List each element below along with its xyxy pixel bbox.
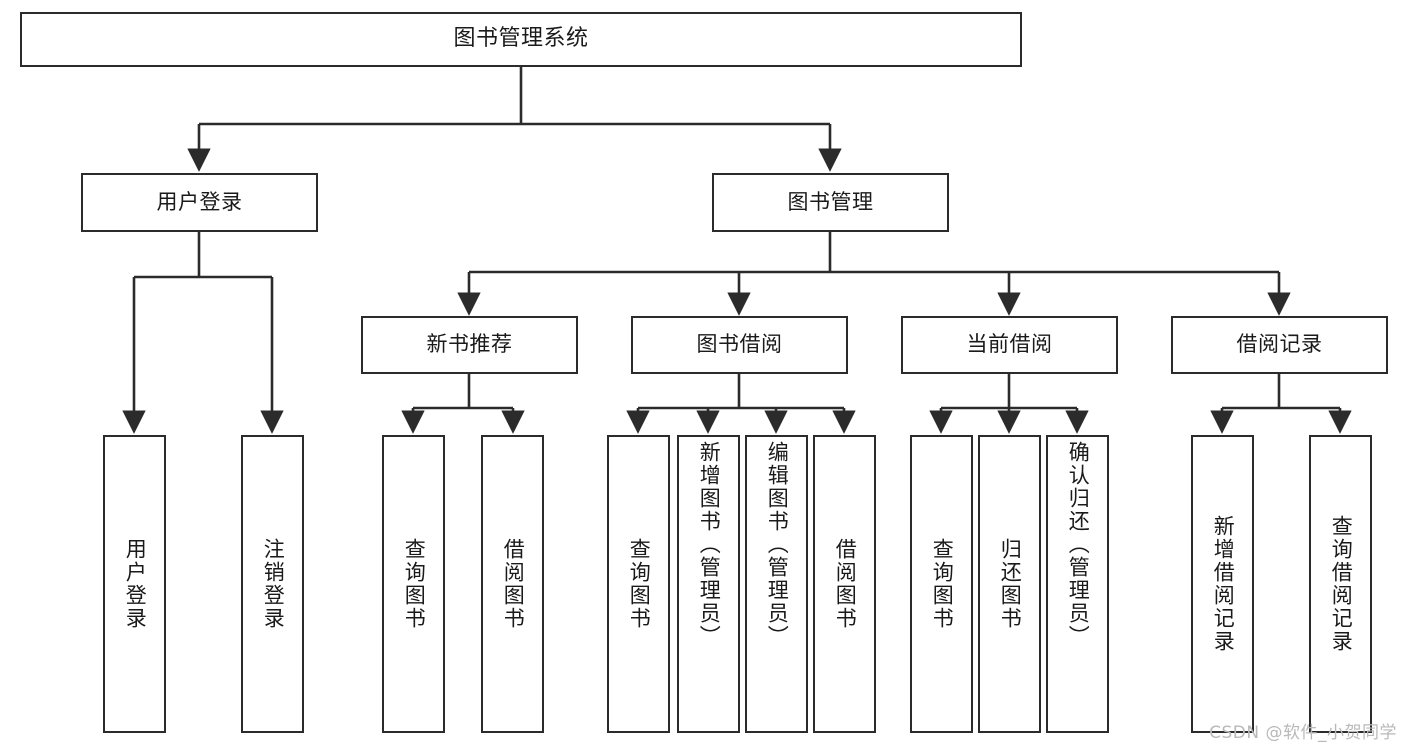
node-book-borrowing-label: 图书借阅 bbox=[696, 332, 783, 357]
leaf-return-book-label: 归还图书 bbox=[998, 538, 1023, 630]
leaf-user-login-label: 用户登录 bbox=[123, 538, 148, 630]
node-current-borrowing-label: 当前借阅 bbox=[966, 332, 1053, 357]
leaf-logout-label: 注销登录 bbox=[261, 538, 286, 630]
leaf-query-book-borrow[interactable]: 查询图书 bbox=[607, 435, 670, 733]
leaf-borrow-book-new-label: 借阅图书 bbox=[501, 538, 526, 630]
leaf-query-book-new[interactable]: 查询图书 bbox=[382, 435, 445, 733]
leaf-user-login[interactable]: 用户登录 bbox=[103, 435, 166, 733]
leaf-query-book-new-label: 查询图书 bbox=[402, 538, 427, 630]
node-book-management[interactable]: 图书管理 bbox=[712, 173, 949, 232]
leaf-query-borrow-record-label: 查询借阅记录 bbox=[1329, 515, 1354, 653]
node-borrowing-record[interactable]: 借阅记录 bbox=[1171, 316, 1388, 374]
leaf-edit-book-admin[interactable]: 编辑图书（管理员） bbox=[745, 435, 808, 733]
node-book-management-label: 图书管理 bbox=[787, 189, 874, 214]
node-book-borrowing[interactable]: 图书借阅 bbox=[631, 316, 848, 374]
leaf-confirm-return-admin-label: 确认归还（管理员） bbox=[1066, 441, 1091, 648]
leaf-add-borrow-record-label: 新增借阅记录 bbox=[1211, 515, 1236, 653]
node-current-borrowing[interactable]: 当前借阅 bbox=[901, 316, 1118, 374]
leaf-return-book[interactable]: 归还图书 bbox=[978, 435, 1041, 733]
leaf-query-borrow-record[interactable]: 查询借阅记录 bbox=[1309, 435, 1372, 733]
node-user-login[interactable]: 用户登录 bbox=[81, 173, 318, 232]
leaf-borrow-book-borrow[interactable]: 借阅图书 bbox=[813, 435, 876, 733]
leaf-query-book-current[interactable]: 查询图书 bbox=[910, 435, 973, 733]
node-borrowing-record-label: 借阅记录 bbox=[1236, 332, 1323, 357]
leaf-add-book-admin-label: 新增图书（管理员） bbox=[697, 441, 722, 648]
watermark-text: CSDN @软件_小贺同学 bbox=[1209, 723, 1397, 743]
leaf-borrow-book-borrow-label: 借阅图书 bbox=[833, 538, 858, 630]
node-new-book-recommendation[interactable]: 新书推荐 bbox=[361, 316, 578, 374]
leaf-add-book-admin[interactable]: 新增图书（管理员） bbox=[677, 435, 740, 733]
leaf-confirm-return-admin[interactable]: 确认归还（管理员） bbox=[1046, 435, 1109, 733]
leaf-borrow-book-new[interactable]: 借阅图书 bbox=[481, 435, 544, 733]
node-user-login-label: 用户登录 bbox=[156, 189, 243, 214]
leaf-add-borrow-record[interactable]: 新增借阅记录 bbox=[1191, 435, 1254, 733]
node-root-system[interactable]: 图书管理系统 bbox=[20, 12, 1022, 67]
leaf-logout[interactable]: 注销登录 bbox=[241, 435, 304, 733]
leaf-query-book-current-label: 查询图书 bbox=[930, 538, 955, 630]
leaf-query-book-borrow-label: 查询图书 bbox=[627, 538, 652, 630]
leaf-edit-book-admin-label: 编辑图书（管理员） bbox=[765, 441, 790, 648]
node-root-system-label: 图书管理系统 bbox=[453, 26, 589, 52]
node-new-book-recommendation-label: 新书推荐 bbox=[426, 332, 513, 357]
